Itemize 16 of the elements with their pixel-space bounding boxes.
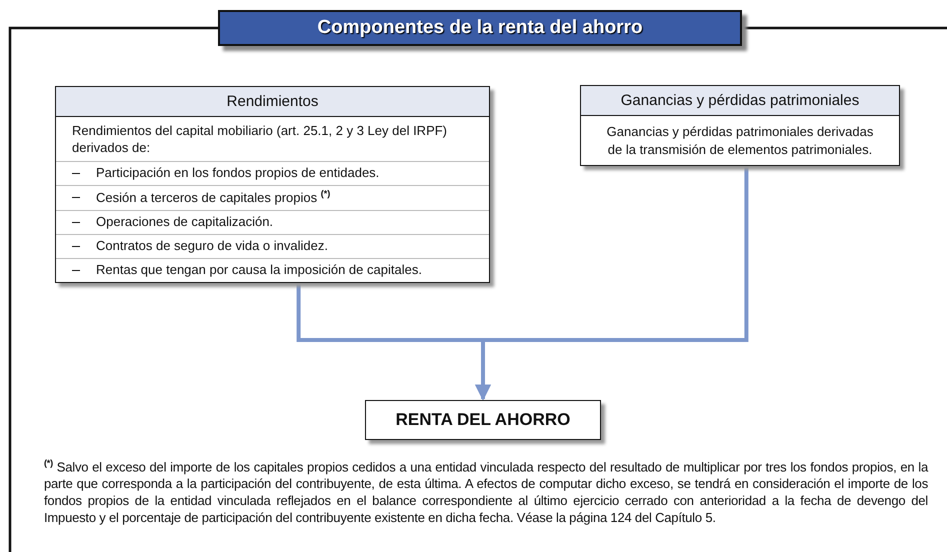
result-box [365, 400, 601, 440]
title-banner: Componentes de la renta del ahorro [218, 10, 742, 46]
box-text: Ganancias y pérdidas patrimoniales derivadas de la transmisión de elementos patrimoniales. [606, 123, 874, 159]
footnote: $^{(*)}$ Salvo el exceso del importe de los capitales propios cedidos a una entidad vinculada respecto del resultado de multiplicar por tres los fondos propios, en la parte que corresponda a la participación del contribuyente, de esta última. A efectos de computar dicho exceso, se tendrá en consideración el importe de los fondos propios de la entidad vinculada reflejados en el balance correspondiente al último ejercicio cerrado con anterioridad a la fecha de devengo del Impuesto y el porcentaje de participación del contribuyente existente en dicha fecha. Véase la página 124 del Capítulo 5. [44, 458, 928, 527]
category-box [580, 85, 900, 166]
list-item: Participación en los fondos propios de entidades. [96, 164, 380, 180]
list-item: Cesión a terceros de capitales propios $^{(*)}$ [96, 190, 330, 205]
box-text: Rendimientos del capital mobiliario (art. 25.1, 2 y 3 Ley del IRPF) derivados de: [71, 122, 448, 157]
box-heading: Rendimientos [56, 87, 489, 117]
category-box [55, 86, 490, 283]
box-heading: Ganancias y pérdidas patrimoniales [581, 86, 899, 116]
connector-arrow [475, 166, 748, 401]
list-item: Contratos de seguro de vida o invalidez. [96, 238, 328, 253]
list-item: Rentas que tengan por causa la imposición de capitales. [96, 262, 422, 277]
list-item: Operaciones de capitalización. [96, 214, 274, 229]
result-label: RENTA DEL AHORRO [396, 410, 570, 430]
